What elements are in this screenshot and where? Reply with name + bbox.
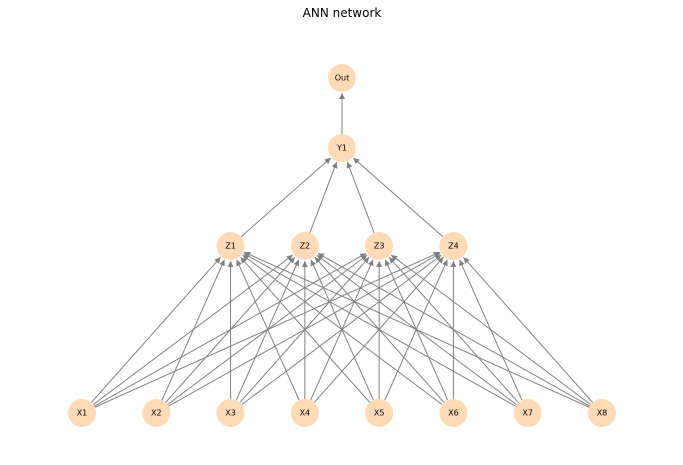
node-x8: X8	[588, 399, 616, 427]
node-circle	[216, 232, 245, 260]
node-x1: X1	[68, 399, 96, 427]
edge-x6-z1	[242, 254, 443, 406]
edges-group	[90, 93, 594, 408]
edge-x8-z3	[390, 254, 592, 406]
node-circle	[588, 399, 616, 427]
node-x5: X5	[365, 399, 394, 427]
node-label: Z3	[374, 242, 385, 251]
node-label: X1	[77, 409, 88, 418]
edge-x8-z1	[244, 251, 590, 408]
node-z1: Z1	[216, 232, 245, 260]
edge-x4-z1	[236, 259, 300, 401]
diagram-title: ANN network	[303, 6, 382, 20]
node-circle	[513, 399, 542, 427]
node-z4: Z4	[439, 232, 468, 260]
node-label: Y1	[336, 144, 347, 153]
node-circle	[328, 64, 356, 92]
node-y1: Y1	[328, 134, 356, 162]
edge-x2-z1	[161, 259, 225, 401]
edge-x7-z1	[243, 252, 516, 407]
node-x6: X6	[439, 399, 468, 427]
node-label: Z1	[225, 242, 236, 251]
node-circle	[290, 232, 319, 260]
node-label: Out	[335, 74, 350, 83]
node-x3: X3	[216, 399, 245, 427]
node-label: Z4	[448, 242, 459, 251]
node-label: X2	[151, 409, 162, 418]
edge-z1-y1	[240, 157, 332, 238]
node-out: Out	[328, 64, 356, 92]
node-circle	[68, 399, 96, 427]
edge-z3-y1	[346, 161, 375, 234]
node-label: X8	[597, 409, 608, 418]
node-label: Z2	[300, 242, 311, 251]
node-circle	[216, 399, 245, 427]
node-label: X7	[522, 409, 533, 418]
node-z2: Z2	[290, 232, 319, 260]
edge-z2-y1	[309, 161, 338, 234]
edge-x8-z4	[463, 256, 594, 403]
node-z3: Z3	[365, 232, 394, 260]
node-circle	[142, 399, 171, 427]
nodes-group: X1 X2 X3 X4 X5 X6 X7 X8 Z1 Z2 Z3 Z4 Y1 Out	[68, 64, 616, 427]
node-circle	[365, 232, 394, 260]
node-x4: X4	[290, 399, 319, 427]
node-x7: X7	[513, 399, 542, 427]
node-circle	[365, 399, 394, 427]
node-label: X4	[300, 409, 311, 418]
edge-x8-z2	[317, 252, 591, 407]
edge-x5-z1	[240, 256, 371, 403]
edge-z4-y1	[352, 157, 444, 238]
node-label: X5	[374, 409, 385, 418]
node-circle	[328, 134, 356, 162]
node-label: X3	[225, 409, 236, 418]
node-circle	[439, 232, 468, 260]
edge-x1-z1	[90, 256, 221, 403]
node-x2: X2	[142, 399, 171, 427]
node-circle	[439, 399, 468, 427]
node-circle	[290, 399, 319, 427]
node-label: X6	[448, 409, 459, 418]
